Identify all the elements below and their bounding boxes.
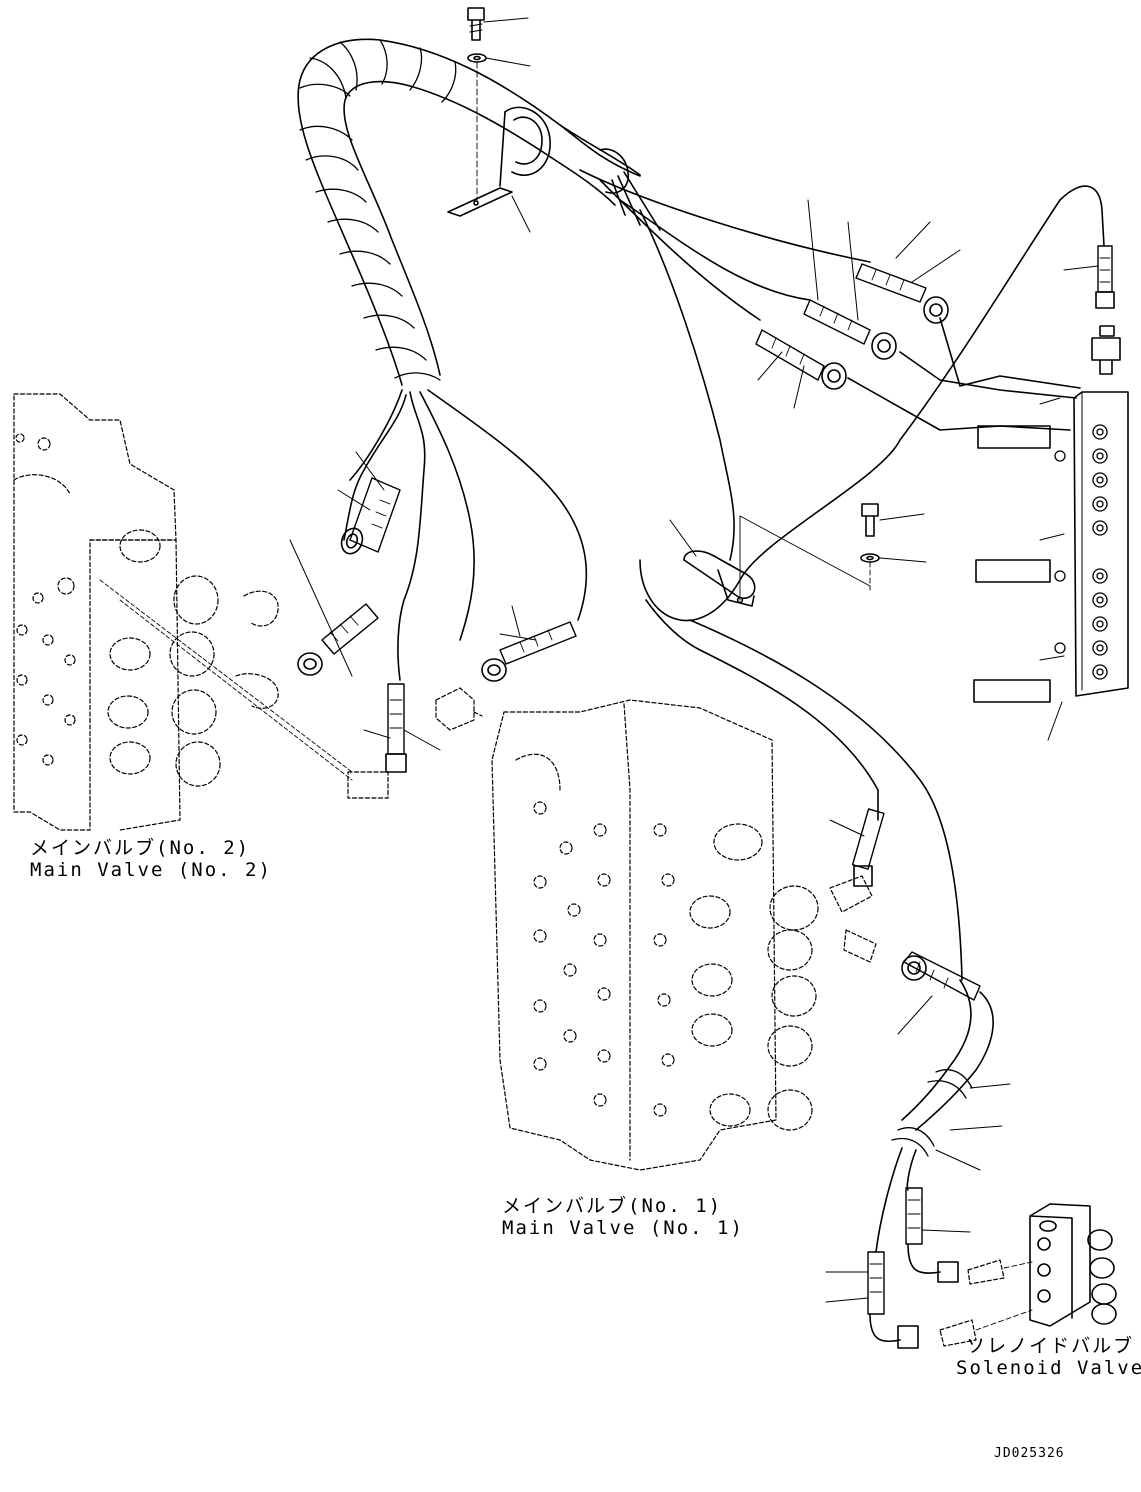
hoses-left-group xyxy=(289,389,588,773)
hose-fitting-center xyxy=(481,621,577,682)
manifold-block xyxy=(973,391,1129,741)
hose-fitting-valve1-a xyxy=(829,808,885,887)
main-valve-no2-label: メインバルブ(No. 2) Main Valve (No. 2) xyxy=(30,837,272,882)
lower-clamp xyxy=(669,519,756,607)
solenoid-valve-label-jp: ソレノイドバルブ xyxy=(966,1335,1135,1357)
hose-fitting-solenoid-upper xyxy=(905,1187,971,1283)
drawing-code: JD025326 xyxy=(994,1446,1065,1461)
small-bolt-right xyxy=(739,503,927,601)
main-valve-no2-label-en: Main Valve (No. 2) xyxy=(30,858,272,881)
hose-fitting-right-top xyxy=(1063,245,1121,375)
top-clamp-assembly xyxy=(447,7,551,233)
hose-fitting-upper-2 xyxy=(803,299,897,360)
main-valve-no1-label: メインバルブ(No. 1) Main Valve (No. 1) xyxy=(502,1195,744,1240)
main-valve-no1 xyxy=(435,687,877,1171)
solenoid-valve-label: ソレノイドバルブ Solenoid Valve xyxy=(956,1335,1141,1380)
hoses-right-group xyxy=(579,169,1081,561)
solenoid-valve-label-en: Solenoid Valve xyxy=(956,1356,1141,1379)
main-valve-no2-label-jp: メインバルブ(No. 2) xyxy=(30,837,251,859)
hose-fitting-straight xyxy=(385,683,407,773)
main-valve-no2 xyxy=(13,393,389,831)
hose-fitting-valve1-b xyxy=(897,951,981,1035)
main-valve-no1-label-en: Main Valve (No. 1) xyxy=(502,1216,744,1239)
hose-fitting-solenoid-lower xyxy=(825,1251,919,1349)
hose-fitting-left-1 xyxy=(340,477,401,555)
hose-fitting-upper-1 xyxy=(855,263,949,324)
hose-fitting-upper-3 xyxy=(755,329,847,390)
hose-long-right xyxy=(639,185,1121,981)
hose-bundle-wrapped xyxy=(297,38,661,386)
hose-fitting-left-2 xyxy=(297,603,379,676)
solenoid-valve-body xyxy=(939,1203,1117,1347)
main-valve-no1-label-jp: メインバルブ(No. 1) xyxy=(502,1195,723,1217)
hoses-to-solenoid xyxy=(825,979,1011,1349)
